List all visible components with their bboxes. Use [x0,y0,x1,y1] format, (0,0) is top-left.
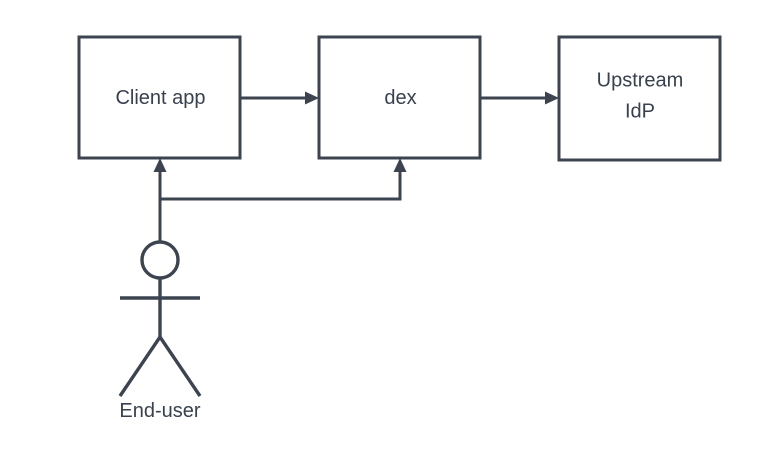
edge-client-app-to-dex-arrowhead [305,91,319,105]
node-client-app-box[interactable] [77,35,242,160]
node-dex[interactable]: dex [317,35,482,160]
node-client-app-label: Client app [115,87,205,109]
actor-end-user-label: End-user [119,400,200,422]
actor-end-user-leg-left [118,336,162,397]
edge-end-user-to-dex-arrowhead [393,158,407,172]
node-client-app[interactable]: Client app [77,35,242,160]
edge-dex-to-upstream-idp-arrowhead [545,91,559,105]
node-upstream-idp[interactable]: Upstream IdP [557,35,722,162]
node-dex-box[interactable] [317,35,482,160]
actor-end-user-leg-right [158,336,202,397]
edge-end-user-to-dex-line [160,172,402,201]
node-upstream-idp-label-line-2: IdP [625,100,655,122]
actor-end-user[interactable]: End-user [118,240,202,422]
edge-end-user-to-dex [160,158,407,201]
edge-client-app-to-dex [240,91,319,105]
node-upstream-idp-box[interactable] [557,35,722,162]
edge-end-user-to-client-app-arrowhead [153,158,167,172]
edge-dex-to-upstream-idp [480,91,559,105]
edge-end-user-to-client-app [153,158,167,243]
actor-end-user-head[interactable] [140,240,180,280]
node-upstream-idp-label-line-1: Upstream [597,69,684,91]
node-dex-label: dex [384,87,416,109]
